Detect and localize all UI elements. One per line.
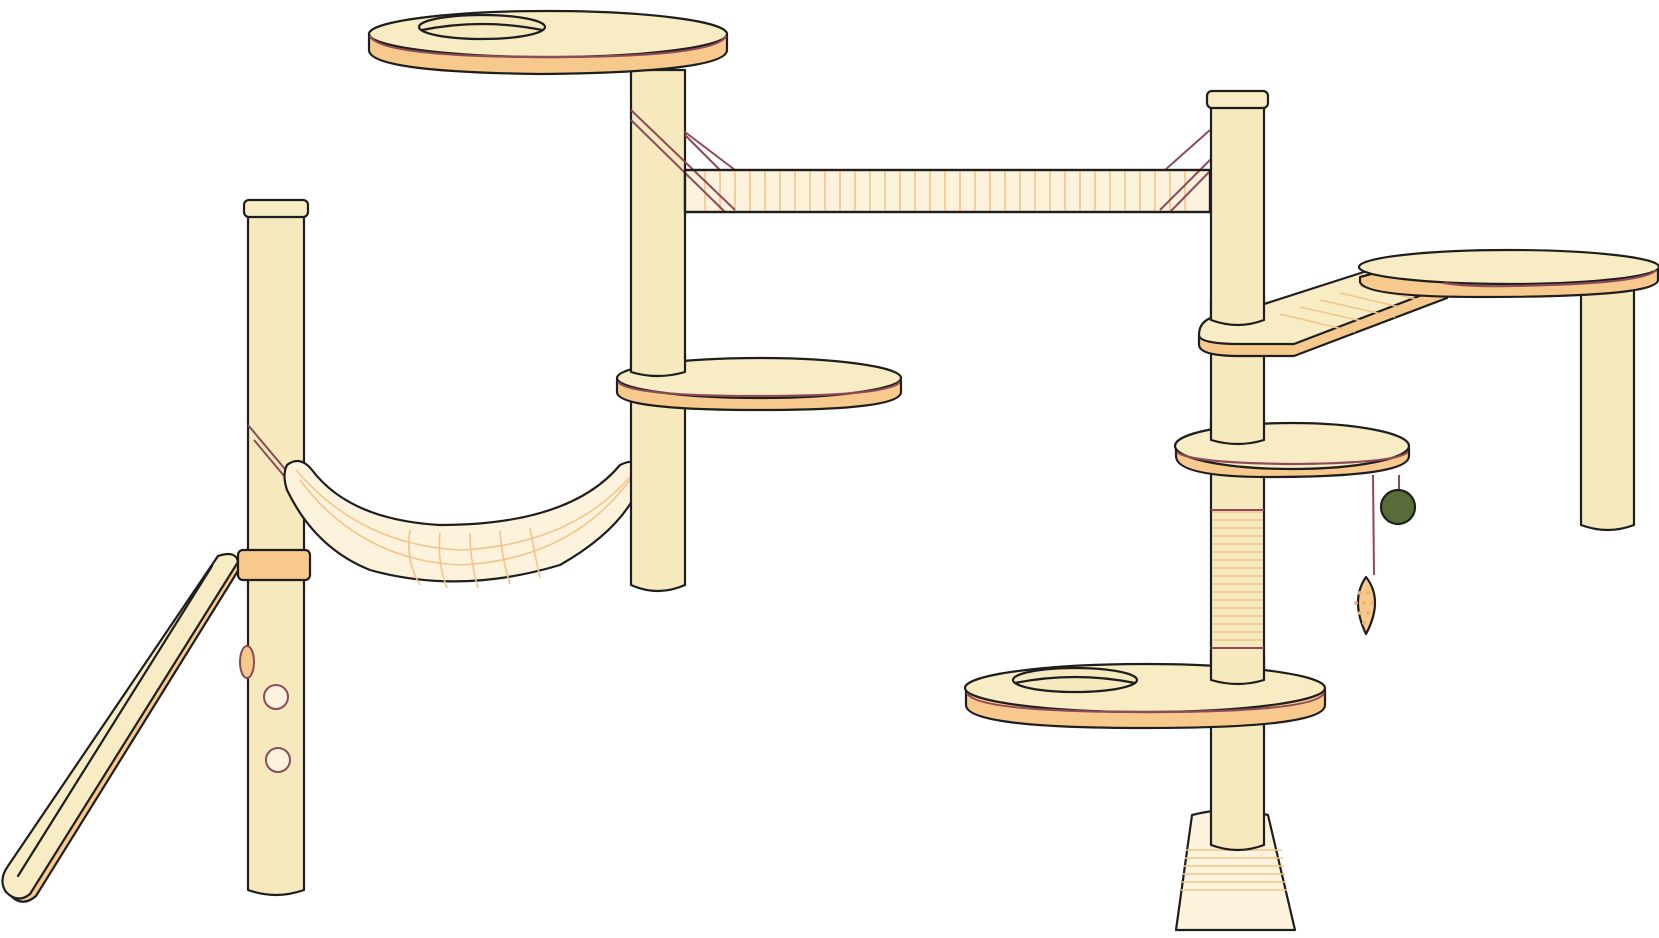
top-platform-hole [417,13,547,41]
bottom-platform-hole [1011,666,1139,694]
slide-ramp [1,552,243,903]
center-post [629,68,687,593]
top-platform [367,9,729,76]
sisal-wrap [1211,509,1264,649]
right-mid-platform [1173,418,1417,636]
left-post-cap [242,198,310,219]
right-post-cap [1205,89,1270,110]
center-post-group [367,9,903,593]
post-hole-3 [265,747,291,773]
leaf-toy [1356,575,1376,636]
center-mid-platform [615,353,903,412]
far-right-platform [1357,248,1659,299]
bottom-platform [963,653,1327,730]
post-hole-2 [263,684,289,710]
left-post-group [1,198,312,903]
left-post-collar [236,548,312,582]
far-right-post [1579,278,1636,532]
far-right-group [1357,248,1659,532]
post-hole-1 [239,645,255,679]
ball-toy [1379,488,1417,526]
hammock [247,415,683,589]
right-post-group [963,89,1450,932]
